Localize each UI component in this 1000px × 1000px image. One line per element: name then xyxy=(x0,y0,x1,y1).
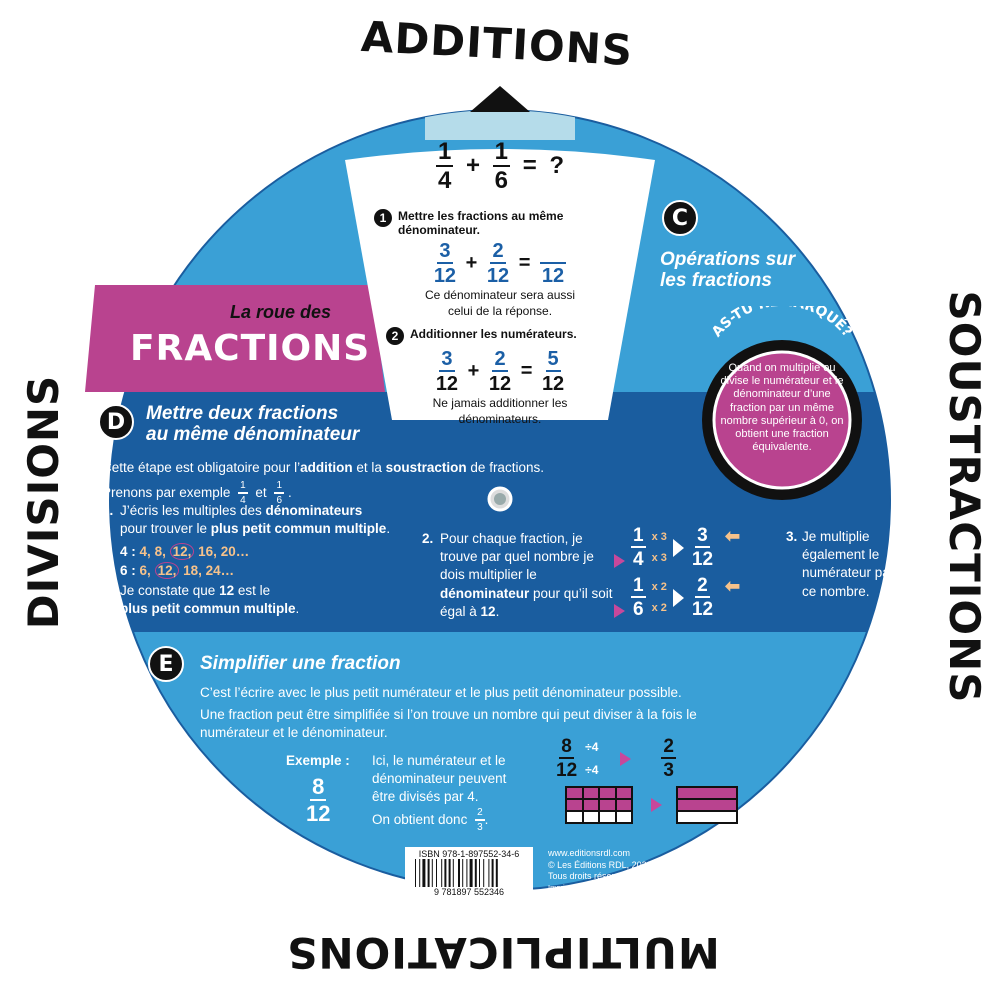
isbn-text: ISBN 978-1-897552-34-6 xyxy=(418,849,520,859)
section-c-title: Opérations sur les fractions xyxy=(660,249,796,291)
section-e-badge: E xyxy=(148,646,184,682)
grid-cell xyxy=(582,811,599,823)
banner-title: FRACTIONS xyxy=(130,328,371,369)
example-text: Ici, le numérateur et le dénominateur pe… xyxy=(372,753,507,805)
cream-arrow-icon: ⬅ xyxy=(725,576,741,596)
grid-cell xyxy=(582,799,599,811)
label-divisions[interactable]: DIVISIONS xyxy=(19,375,68,630)
pink-arrow-icon xyxy=(614,553,625,568)
remark-heading: AS-TU REMARQUÉ? xyxy=(709,306,855,340)
publisher-info: www.editionsrdl.com © Les Éditions RDL, … xyxy=(548,848,655,893)
lcm-circle-4: 12, xyxy=(169,543,195,560)
barcode-digits: 9 781897 552346 xyxy=(433,887,505,897)
grid-cell xyxy=(615,787,632,799)
grid-cell xyxy=(677,799,737,811)
window-step2: 2 Additionner les numérateurs. xyxy=(386,327,642,346)
grid-cell xyxy=(677,787,737,799)
grid-cell xyxy=(582,787,599,799)
fractions-banner xyxy=(85,285,385,392)
section-d-title: Mettre deux fractions au même dénominate… xyxy=(146,403,360,445)
section-d-constat: Je constate que 12 est le plus petit com… xyxy=(120,583,300,617)
window-step1: 1 Mettre les fractions au même dénominat… xyxy=(374,209,642,237)
section-d-step3: 3. Je multiplie également le numérateur … xyxy=(786,529,895,599)
grid-before xyxy=(565,786,633,824)
multiples-of-6: 6 : 6, 12, 18, 24… xyxy=(120,562,235,579)
grid-cell xyxy=(599,799,616,811)
section-e-p1: C’est l’écrire avec le plus petit numéra… xyxy=(200,685,682,700)
white-arrow-icon xyxy=(672,588,684,607)
section-c-badge: C xyxy=(662,200,698,236)
grid-cell xyxy=(677,811,737,823)
section-d-badge: D xyxy=(98,404,134,440)
window-top-strip xyxy=(425,110,575,140)
lcm-circle-6: 12, xyxy=(154,562,180,579)
reveal-window xyxy=(345,149,655,420)
pointer-arrow-icon xyxy=(470,86,530,112)
grid-cell xyxy=(566,787,583,799)
pink-arrow-icon xyxy=(651,798,662,812)
remark-circle xyxy=(712,350,852,490)
section-e-p2: Une fraction peut être simplifiée si l’o… xyxy=(200,707,697,741)
svg-text:AS-TU REMARQUÉ?: AS-TU REMARQUÉ? xyxy=(709,306,855,340)
grid-cell xyxy=(615,811,632,823)
grid-cell xyxy=(566,799,583,811)
remark-text: Quand on multiplie ou divise le numérate… xyxy=(720,362,844,454)
section-e-title: Simplifier une fraction xyxy=(200,653,401,674)
grid-cell xyxy=(599,811,616,823)
section-d-step2: 2. Pour chaque fraction, je trouve par q… xyxy=(422,531,613,619)
grid-cell xyxy=(566,811,583,823)
window-note2: Ne jamais additionner les dénominateurs. xyxy=(432,396,568,426)
banner-subtitle: La roue des xyxy=(230,302,332,322)
pin-hole xyxy=(494,493,506,505)
section-d-step1: 1. J’écris les multiples des dénominateu… xyxy=(102,503,391,537)
grid-after xyxy=(676,786,738,824)
pink-arrow-icon xyxy=(620,751,632,766)
label-soustractions[interactable]: SOUSTRACTIONS xyxy=(940,290,989,703)
label-multiplications[interactable]: MULTIPLICATIONS xyxy=(286,928,720,977)
barcode-box: ISBN 978-1-897552-34-6 9 781897 552346 xyxy=(405,847,533,899)
grid-cell xyxy=(599,787,616,799)
barcode-icon xyxy=(415,859,498,887)
white-arrow-icon xyxy=(672,538,684,557)
multiples-of-4: 4 : 4, 8, 12, 16, 20… xyxy=(120,543,250,560)
example-label: Exemple : xyxy=(286,753,350,768)
window-note1: Ce dénominateur sera aussi celui de la r… xyxy=(424,288,576,318)
label-additions[interactable]: ADDITIONS xyxy=(360,12,634,75)
grid-cell xyxy=(615,799,632,811)
pink-arrow-icon xyxy=(614,603,625,618)
section-d-intro: Cette étape est obligatoire pour l’addit… xyxy=(102,460,544,475)
cream-arrow-icon: ⬅ xyxy=(725,526,741,546)
website-link[interactable]: www.editionsrdl.com xyxy=(548,848,631,858)
